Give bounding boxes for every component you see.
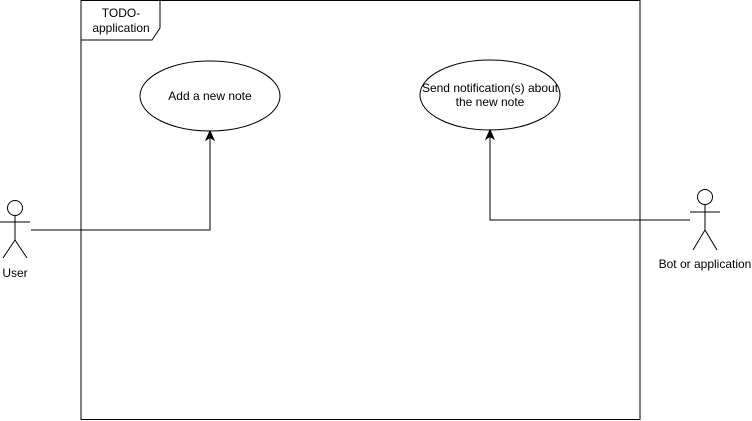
stick-figure-icon [0, 200, 30, 259]
frame-title-line-1: TODO- [102, 6, 140, 20]
frame-title-tab [80, 0, 161, 41]
actor-user: User [0, 200, 30, 280]
use-case-add-note: Add a new note [139, 60, 281, 132]
arrowhead-icon [204, 129, 216, 142]
actor-bot: Bot or application [659, 189, 752, 271]
use-case-send-notification-label-line-1: Send notification(s) about [422, 81, 559, 95]
connector-user-line [31, 138, 211, 231]
connector-bot-to-notification [484, 128, 690, 221]
use-case-send-notification-label-line-2: the new note [456, 95, 525, 109]
stick-figure-icon [690, 189, 720, 251]
actor-bot-label: Bot or application [659, 257, 752, 271]
system-boundary: TODO- application [80, 0, 641, 420]
connector-user-to-add-note [31, 129, 216, 231]
connector-bot-line [489, 137, 690, 221]
system-frame [80, 0, 641, 420]
use-case-add-note-label: Add a new note [168, 89, 252, 103]
frame-title-line-2: application [92, 21, 149, 35]
actor-user-label: User [2, 266, 27, 280]
use-case-send-notification: Send notification(s) about the new note [419, 59, 561, 131]
arrowhead-icon [484, 128, 496, 141]
